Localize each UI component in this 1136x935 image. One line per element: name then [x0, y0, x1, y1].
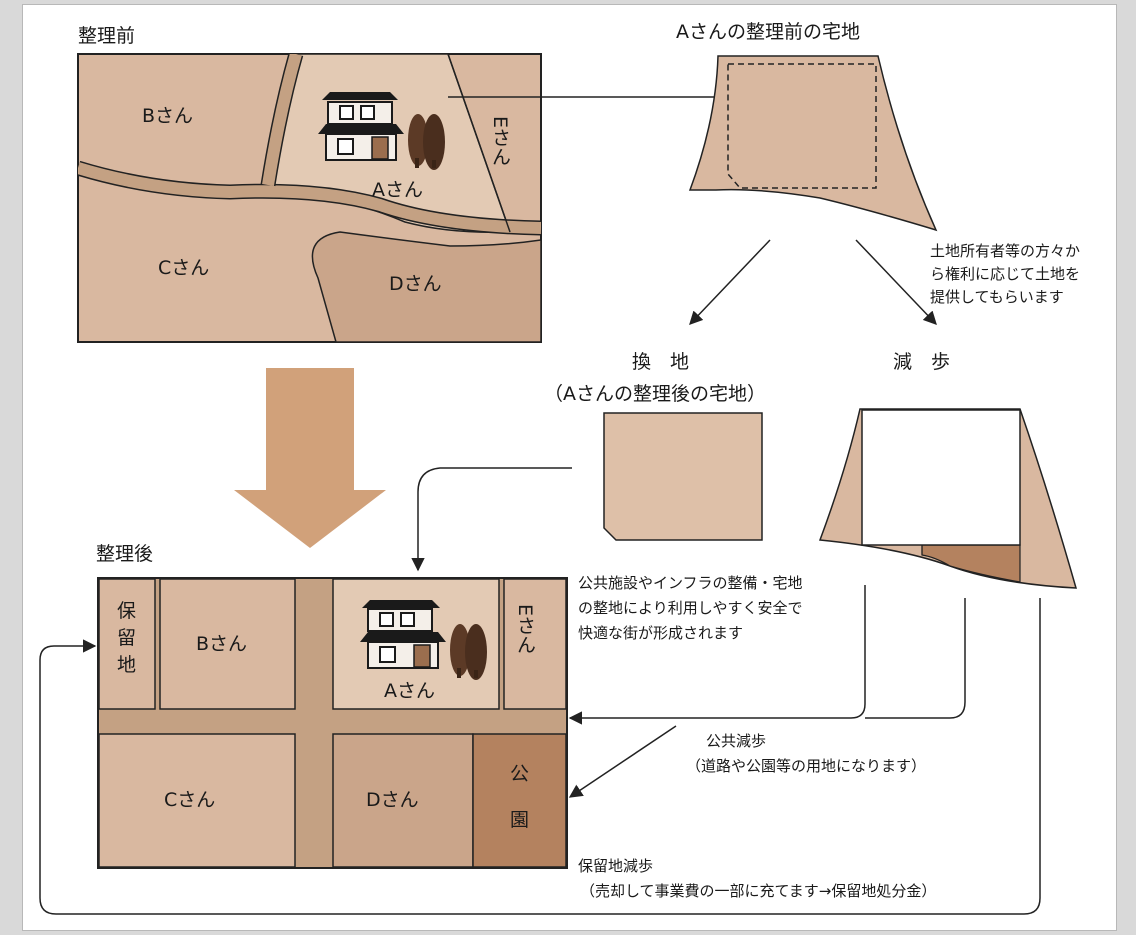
genbu-public-part [921, 544, 1021, 583]
road-horizontal-before [78, 162, 541, 234]
owner-a-after: Aさん [384, 680, 435, 702]
owner-d-before: Dさん [389, 273, 442, 295]
arrow-to-genbu [855, 239, 937, 325]
park-label-2: 園 [510, 809, 529, 831]
after-title: 整理後 [96, 543, 153, 565]
reserve-label-2: 留 [117, 627, 136, 649]
genbu-heading: 減 歩 [893, 351, 950, 373]
lot-b-after [159, 578, 296, 710]
owner-c-after: Cさん [164, 789, 215, 811]
lot-d-after [332, 733, 474, 868]
reserve-land-arrow [39, 598, 1041, 915]
arrow-kanchi-to-after [411, 467, 572, 572]
city-note-line-1: 公共施設やインフラの整備・宅地 [578, 574, 803, 592]
public-genbu-sub: （道路や公園等の用地になります） [686, 757, 926, 775]
park-lot [472, 733, 567, 868]
reserve-genbu-title: 保留地減歩 [578, 857, 653, 875]
provide-note-line-3: 提供してもらいます [930, 288, 1064, 306]
city-note-line-2: の整地により利用しやすく安全で [578, 599, 803, 617]
a-before-lot [688, 55, 938, 232]
house-icon [318, 92, 404, 161]
reserve-label-3: 地 [117, 654, 136, 676]
owner-d-after: Dさん [366, 789, 419, 811]
provide-note-line-1: 土地所有者等の方々か [930, 242, 1080, 260]
before-map: Bさん Aさん Cさん Dさん Eさん [77, 53, 542, 343]
public-genbu-title: 公共減歩 [706, 732, 766, 750]
public-genbu-connector [865, 598, 966, 719]
kanchi-lot [603, 412, 763, 541]
tree-icon-after [450, 624, 487, 680]
owner-a-before: Aさん [372, 179, 423, 201]
owner-b-before: Bさん [142, 105, 193, 127]
public-park-arrow [568, 725, 677, 798]
owner-e-after: Eさん [514, 604, 536, 654]
provide-note-line-2: ら権利に応じて土地を [930, 265, 1080, 283]
park-label-1: 公 [510, 763, 529, 785]
before-title: 整理前 [78, 25, 135, 47]
lot-c-after [98, 733, 296, 868]
after-map: 保 留 地 Bさん Aさん Eさん Cさん Dさん 公 園 [97, 577, 568, 869]
reserve-genbu-sub: （売却して事業費の一部に充てます→保留地処分金） [580, 882, 936, 900]
lot-e-after [503, 578, 567, 710]
kanchi-subheading: （Aさんの整理後の宅地） [544, 383, 766, 405]
city-note-line-3: 快適な街が形成されます [578, 624, 743, 642]
reserve-label-1: 保 [117, 600, 136, 622]
owner-b-after: Bさん [196, 633, 247, 655]
arrow-to-kanchi [689, 239, 771, 325]
owner-e-before: Eさん [489, 116, 511, 166]
house-icon-after [360, 600, 446, 669]
road-vertical-before [262, 54, 302, 186]
public-road-arrow [568, 585, 866, 725]
kanchi-heading: 換 地 [632, 351, 689, 373]
lot-d-before [311, 231, 541, 342]
tree-icon [408, 114, 445, 170]
genbu-kanchi-cutout [861, 409, 1021, 546]
big-down-arrow [234, 368, 386, 548]
reserve-lot [98, 578, 156, 710]
genbu-shape [818, 408, 1078, 589]
a-before-title: Aさんの整理前の宅地 [676, 21, 860, 43]
owner-c-before: Cさん [158, 257, 209, 279]
